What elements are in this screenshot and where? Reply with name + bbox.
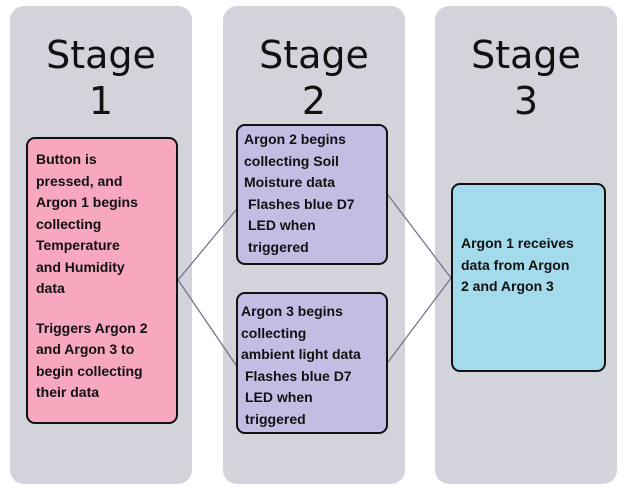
argon-3-line: collecting	[241, 324, 307, 341]
argon-2-text: Argon 2 begins collecting Soil Moisture …	[244, 129, 380, 258]
stage-1-text: Button is pressed, and Argon 1 begins co…	[36, 149, 168, 300]
stage-3-title-word: Stage	[471, 33, 581, 77]
stage-3-line: Argon 1 receives	[461, 235, 574, 251]
stage-1-title: Stage 1	[10, 32, 192, 124]
stage-2-title-number: 2	[301, 79, 327, 123]
stage-3-title: Stage 3	[435, 32, 617, 124]
stage-1-line: Button is	[36, 151, 97, 167]
stage-2-title: Stage 2	[223, 32, 405, 124]
stage-1-line: Temperature	[36, 237, 120, 253]
stage-1-line: data	[36, 280, 65, 296]
argon-3-line: Argon 3 begins	[241, 303, 343, 319]
stage-1-title-number: 1	[88, 79, 114, 123]
argon-2-line: triggered	[248, 238, 309, 255]
argon-3-text: Argon 3 begins collecting ambient light …	[241, 301, 383, 430]
stage-1-trigger-line: Triggers Argon 2	[36, 319, 148, 336]
argon-2-line: Moisture data	[244, 174, 336, 190]
stage-1-line: collecting	[36, 215, 102, 232]
argon-3-line: Flashes blue D7	[245, 367, 352, 384]
stage-2-title-word: Stage	[259, 33, 369, 77]
argon-3-line: ambient light data	[241, 346, 361, 362]
stage-1-trigger-line: their data	[36, 384, 100, 400]
stage-1-line: Argon 1 begins	[36, 194, 138, 210]
argon-2-line: Argon 2 begins	[244, 131, 346, 147]
stage-3-title-number: 3	[513, 79, 539, 123]
stage-1-line: pressed, and	[36, 172, 123, 189]
argon-2-line: Flashes blue D7	[248, 195, 355, 212]
argon-2-line: LED when	[248, 217, 316, 233]
argon-3-box: Argon 3 begins collecting ambient light …	[236, 292, 388, 434]
stage-3-text: Argon 1 receives data from Argon 2 and A…	[461, 233, 596, 298]
argon-2-box: Argon 2 begins collecting Soil Moisture …	[236, 124, 388, 265]
stage-1-box: Button is pressed, and Argon 1 begins co…	[26, 137, 178, 424]
argon-3-line: LED when	[245, 389, 313, 405]
stage-1-trigger-line: and Argon 3 to	[36, 341, 135, 357]
stage-1-line: and Humidity	[36, 258, 125, 275]
stage-3-line: 2 and Argon 3	[461, 278, 554, 294]
stage-3-line: data from Argon	[461, 256, 570, 273]
stage-1-trigger-line: begin collecting	[36, 362, 143, 379]
argon-2-line: collecting Soil	[244, 152, 339, 169]
stage-1-title-word: Stage	[46, 33, 156, 77]
argon-3-line: triggered	[245, 410, 306, 427]
stage-1-trigger-text: Triggers Argon 2 and Argon 3 to begin co…	[36, 318, 168, 404]
stage-3-box: Argon 1 receives data from Argon 2 and A…	[451, 183, 606, 372]
